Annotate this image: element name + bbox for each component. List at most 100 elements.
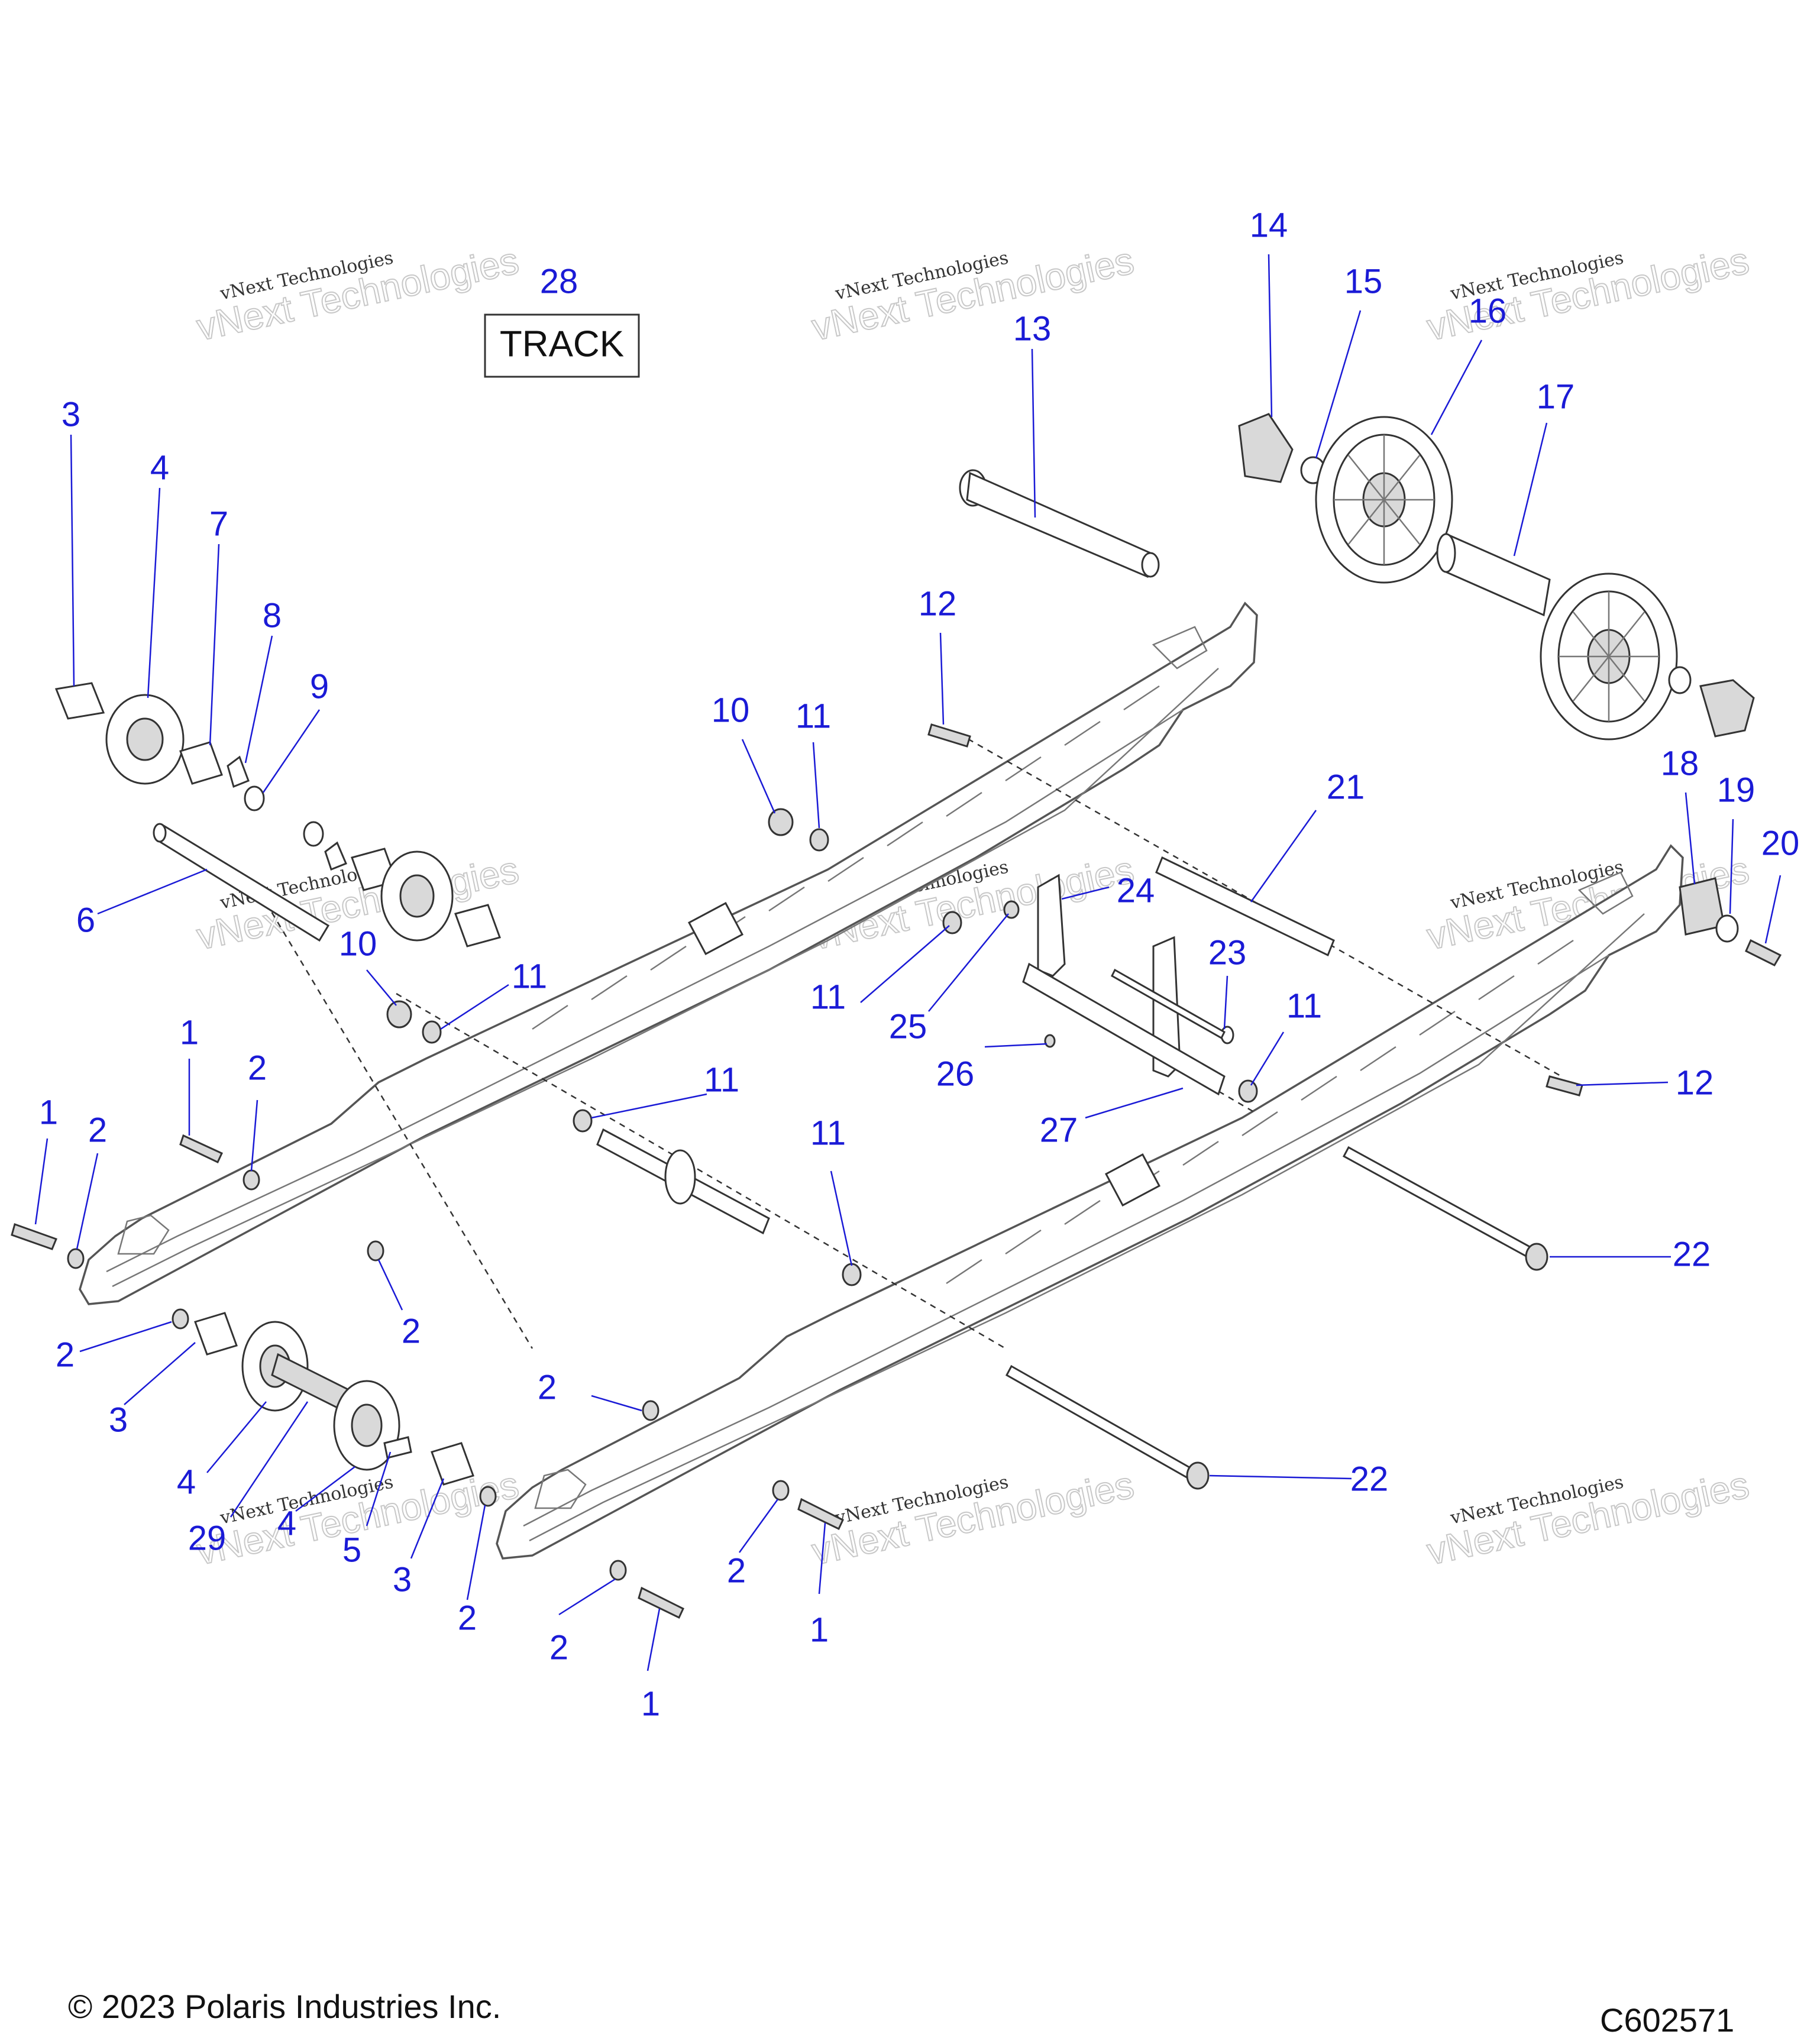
callout-26: 26 — [936, 1055, 975, 1093]
bolt-20 — [1745, 939, 1782, 966]
arm-27 — [1022, 962, 1226, 1096]
callout-11: 11 — [796, 697, 831, 735]
diagram-code: C602571 — [1600, 2001, 1734, 2039]
callout-9: 9 — [310, 667, 329, 706]
callout-28: 28 — [540, 262, 578, 300]
track-label: 28 TRACK — [484, 262, 640, 378]
watermark: vNext Technologies vNext Technologies — [192, 238, 523, 350]
washer-11-a — [809, 828, 829, 852]
callout-14: 14 — [1250, 206, 1288, 244]
callout-25: 25 — [889, 1007, 927, 1046]
idler-wheel-4-lower-b — [333, 1380, 400, 1471]
bolt-head-22-b — [1186, 1461, 1210, 1490]
callouts: 3 4 7 8 9 6 10 11 10 11 12 13 14 15 16 1… — [39, 206, 1799, 1723]
cap-right — [1699, 679, 1755, 738]
callout-1: 1 — [810, 1610, 829, 1649]
axle-13 — [959, 469, 1160, 578]
bushing-3 — [54, 682, 105, 720]
callout-2: 2 — [402, 1312, 421, 1350]
callout-3: 3 — [393, 1560, 412, 1599]
callout-11: 11 — [810, 978, 846, 1016]
bolt-12-b — [1546, 1075, 1583, 1097]
callout-18: 18 — [1661, 744, 1699, 782]
spacer-17 — [1436, 533, 1551, 617]
ring-19 — [1715, 914, 1739, 943]
callout-17: 17 — [1537, 377, 1575, 416]
bolt-head-22-a — [1525, 1243, 1548, 1271]
ring-right — [1668, 666, 1692, 694]
callout-2: 2 — [538, 1368, 557, 1406]
callout-1: 1 — [641, 1684, 660, 1723]
fitting-26 — [1044, 1034, 1056, 1048]
shaft-21 — [1155, 856, 1335, 957]
spindle-5 — [383, 1436, 412, 1459]
washer-11-f — [1238, 1079, 1258, 1103]
track-box — [484, 313, 640, 378]
idler-wheel-4 — [105, 694, 185, 785]
callout-21: 21 — [1327, 768, 1365, 806]
callout-2: 2 — [56, 1335, 75, 1374]
wheel-16 — [1315, 416, 1453, 584]
callout-4: 4 — [150, 448, 169, 487]
watermark: vNext Technologies vNext Technologies — [1422, 1463, 1753, 1574]
bushing-left-3 — [454, 904, 501, 947]
cap-14 — [1238, 413, 1294, 483]
callout-12: 12 — [919, 584, 957, 623]
bushing-3-lower-b — [431, 1442, 474, 1486]
leader-lines — [34, 254, 1782, 1671]
washer-2-f — [479, 1486, 497, 1507]
idler-wheel-left-2 — [380, 850, 454, 942]
callout-29: 29 — [188, 1519, 227, 1557]
washer-2-c — [367, 1240, 384, 1262]
washer-11-c — [573, 1109, 593, 1133]
washer-2-b — [67, 1248, 85, 1269]
right-rail — [496, 844, 1684, 1560]
parts — [11, 413, 1782, 1619]
bolt-1-d — [638, 1586, 684, 1619]
callout-2: 2 — [549, 1628, 568, 1667]
callout-22: 22 — [1350, 1460, 1389, 1498]
wheel-right — [1540, 573, 1678, 740]
callout-7: 7 — [209, 504, 228, 543]
callout-3: 3 — [109, 1401, 128, 1439]
washer-2-d — [172, 1308, 189, 1330]
bracket-24 — [1037, 874, 1066, 977]
rod-23 — [1111, 968, 1226, 1040]
callout-24: 24 — [1117, 871, 1155, 910]
bolt-1-c — [797, 1498, 844, 1531]
washer-2-h — [609, 1560, 627, 1581]
callout-4: 4 — [177, 1463, 196, 1501]
callout-2: 2 — [248, 1049, 267, 1087]
clip-8 — [227, 755, 250, 788]
callout-4: 4 — [277, 1504, 296, 1542]
washer-11-e — [942, 911, 962, 934]
callout-11: 11 — [1286, 987, 1322, 1025]
callout-1: 1 — [180, 1013, 199, 1052]
copyright: © 2023 Polaris Industries Inc. — [68, 1988, 501, 2025]
callout-10: 10 — [339, 924, 377, 963]
washer-2-g — [772, 1480, 790, 1501]
callout-3: 3 — [62, 395, 80, 434]
left-rail — [79, 601, 1258, 1305]
washer-2-a — [243, 1169, 260, 1191]
callout-27: 27 — [1040, 1111, 1078, 1149]
track-box-text: TRACK — [500, 324, 624, 364]
shaft-6 — [153, 823, 330, 942]
callout-11: 11 — [704, 1060, 739, 1099]
watermark: vNext Technologies vNext Technologies — [807, 1463, 1138, 1574]
callout-2: 2 — [458, 1599, 477, 1637]
callout-12: 12 — [1676, 1063, 1714, 1102]
nut-10-b — [386, 1000, 412, 1029]
watermark: vNext Technologies vNext Technologies — [807, 238, 1138, 350]
bushing-7 — [179, 741, 223, 785]
callout-22: 22 — [1673, 1235, 1711, 1273]
callout-5: 5 — [342, 1531, 361, 1569]
callout-2: 2 — [727, 1551, 746, 1590]
callout-11: 11 — [810, 1114, 846, 1152]
callout-13: 13 — [1013, 309, 1052, 348]
ring-left-2 — [303, 821, 324, 847]
callout-19: 19 — [1717, 771, 1755, 809]
washer-11-b — [422, 1020, 442, 1044]
washer-2-e — [642, 1400, 659, 1421]
